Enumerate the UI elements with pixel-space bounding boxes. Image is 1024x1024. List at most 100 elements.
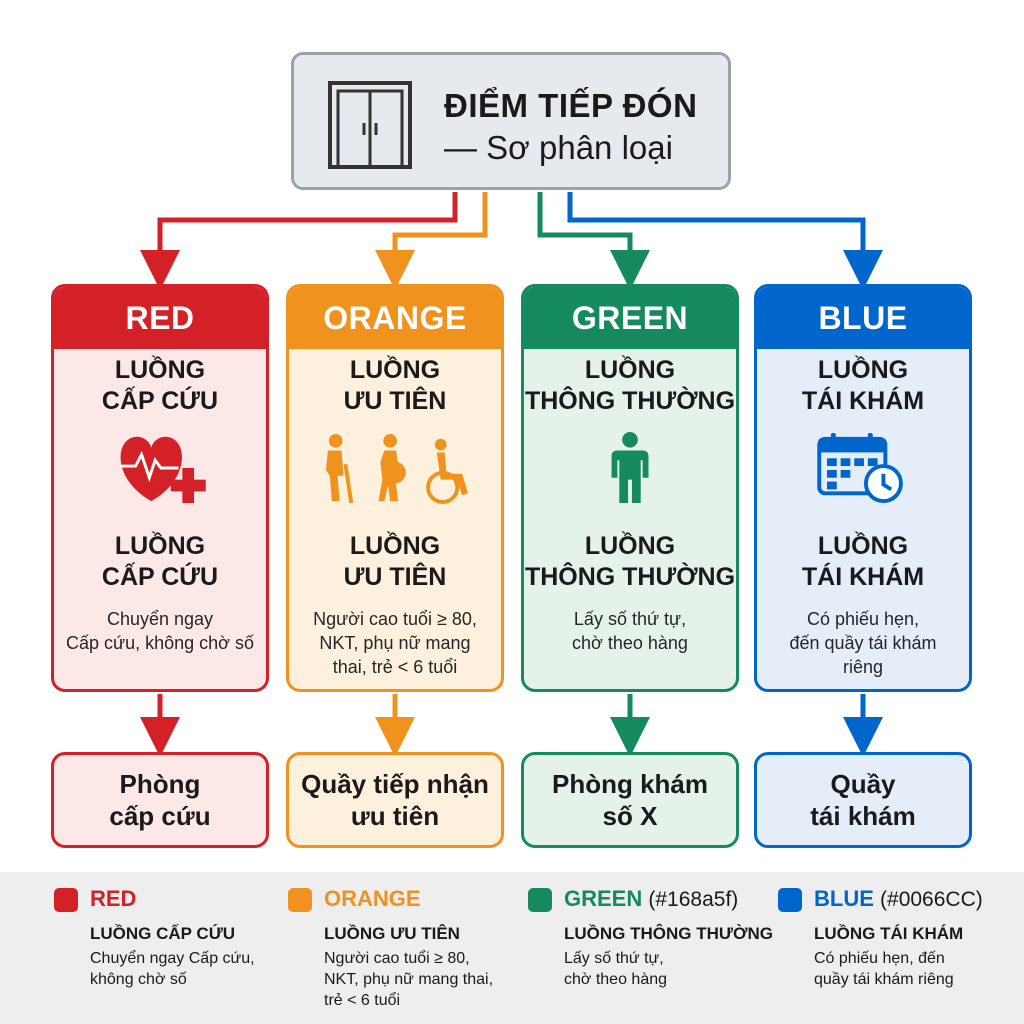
legend-color-hex: (#0066CC): [880, 888, 983, 911]
lane-name-line: CẤP CỨU: [101, 387, 219, 415]
lane-desc-line: Người cao tuổi ≥ 80,: [313, 609, 477, 629]
lane-card-blue: BLUE LUỒNG TÁI KHÁM LUỒNG TÁI KHÁM Có ph…: [754, 284, 972, 692]
legend-title: LUỒNG CẤP CỨU: [90, 924, 236, 943]
lane-name-line: LUỒNG: [584, 356, 676, 384]
legend-description: Lấy số thứ tự, chờ theo hàng: [564, 948, 769, 990]
lane-header-blue: BLUE: [757, 287, 969, 349]
entry-point-box: ĐIỂM TIẾP ĐÓN — Sơ phân loại: [291, 52, 731, 190]
lane-name-top: LUỒNG ƯU TIÊN: [289, 355, 501, 417]
lane-name-line: CẤP CỨU: [101, 563, 219, 591]
lane-name-line: LUỒNG: [349, 356, 441, 384]
connector-entry-to-orange: [375, 192, 488, 290]
lane-header-green: GREEN: [524, 287, 736, 349]
destination-orange: Quầy tiếp nhận ưu tiên: [286, 752, 504, 848]
destination-line: Phòng: [119, 769, 201, 799]
legend-color-name: ORANGE: [324, 886, 421, 911]
lane-desc-line: riêng: [842, 657, 884, 677]
legend-heading: GREEN (#168a5f): [564, 886, 738, 912]
legend-swatch: [528, 888, 552, 912]
lane-desc-line: Chuyển ngay: [106, 609, 214, 629]
legend-swatch: [54, 888, 78, 912]
legend-desc-line: quầy tái khám riêng: [814, 971, 954, 988]
destination-label: Quầy tái khám: [806, 768, 920, 832]
legend-heading: BLUE (#0066CC): [814, 886, 983, 912]
destination-green: Phòng khám số X: [521, 752, 739, 848]
legend-title: LUỒNG THÔNG THƯỜNG: [564, 924, 773, 943]
destination-line: số X: [602, 801, 658, 831]
lane-desc-line: NKT, phụ nữ mang: [319, 633, 471, 653]
legend-desc-line: Chuyển ngay Cấp cứu,: [90, 950, 255, 967]
connector-entry-to-blue: [567, 192, 883, 290]
lane-name-top: LUỒNG TÁI KHÁM: [757, 355, 969, 417]
destination-line: tái khám: [810, 801, 916, 831]
destination-label: Quầy tiếp nhận ưu tiên: [297, 768, 493, 832]
destination-line: Phòng khám: [551, 769, 708, 799]
person-icon: [611, 432, 649, 504]
lane-desc-line: chờ theo hàng: [572, 633, 688, 653]
lane-name-bottom: LUỒNG ƯU TIÊN: [289, 531, 501, 593]
lane-desc-line: Có phiếu hẹn,: [806, 609, 920, 629]
lane-name-line: ƯU TIÊN: [343, 387, 447, 415]
legend-desc-line: chờ theo hàng: [564, 971, 668, 988]
lane-desc-line: Lấy số thứ tự,: [573, 609, 687, 629]
destination-blue: Quầy tái khám: [754, 752, 972, 848]
legend-desc-line: trẻ < 6 tuổi: [324, 992, 401, 1009]
lane-card-red: RED LUỒNG CẤP CỨU LUỒNG CẤP CỨU Chuyển n…: [51, 284, 269, 692]
lane-name-line: TÁI KHÁM: [801, 563, 925, 591]
lane-desc-line: Cấp cứu, không chờ số: [66, 633, 254, 653]
legend: RED LUỒNG CẤP CỨU Chuyển ngay Cấp cứu, k…: [0, 872, 1024, 1024]
lane-name-line: LUỒNG: [817, 356, 909, 384]
legend-desc-line: NKT, phụ nữ mang thai,: [324, 971, 494, 988]
destination-line: Quầy tiếp nhận: [301, 769, 489, 799]
priority-people-icon: [325, 433, 468, 504]
entry-title: ĐIỂM TIẾP ĐÓN: [444, 87, 698, 124]
legend-color-hex: (#168a5f): [648, 888, 739, 911]
legend-swatch: [288, 888, 312, 912]
lane-name-line: LUỒNG: [114, 532, 206, 560]
lane-name-line: TÁI KHÁM: [801, 387, 925, 415]
heart-medical-icon: [120, 436, 206, 504]
lane-name-bottom: LUỒNG THÔNG THƯỜNG: [524, 531, 736, 593]
lane-name-bottom: LUỒNG CẤP CỨU: [54, 531, 266, 593]
destination-label: Phòng khám số X: [548, 768, 712, 832]
lane-name-bottom: LUỒNG TÁI KHÁM: [757, 531, 969, 593]
lane-name-line: LUỒNG: [584, 532, 676, 560]
legend-color-name: RED: [90, 886, 137, 911]
door-icon: [328, 81, 412, 169]
lane-name-line: LUỒNG: [817, 532, 909, 560]
legend-description: Người cao tuổi ≥ 80, NKT, phụ nữ mang th…: [324, 948, 529, 1011]
destination-line: cấp cứu: [109, 801, 211, 831]
legend-desc-line: Lấy số thứ tự,: [564, 950, 664, 967]
destination-line: ưu tiên: [350, 801, 440, 831]
lane-name-line: ƯU TIÊN: [343, 563, 447, 591]
lane-name-line: THÔNG THƯỜNG: [524, 563, 736, 591]
lane-description: Người cao tuổi ≥ 80, NKT, phụ nữ mang th…: [295, 607, 495, 679]
legend-desc-line: Có phiếu hẹn, đến: [814, 950, 945, 967]
lane-name-top: LUỒNG CẤP CỨU: [54, 355, 266, 417]
legend-description: Có phiếu hẹn, đến quầy tái khám riêng: [814, 948, 1019, 990]
lane-header-red: RED: [54, 287, 266, 349]
lane-description: Có phiếu hẹn, đến quầy tái khám riêng: [763, 607, 963, 679]
legend-heading: RED: [90, 886, 136, 912]
connector-entry-to-green: [537, 192, 650, 290]
calendar-clock-icon: [817, 432, 903, 504]
legend-swatch: [778, 888, 802, 912]
lane-name-line: LUỒNG: [349, 532, 441, 560]
legend-color-name: BLUE: [814, 886, 874, 911]
legend-title: LUỒNG TÁI KHÁM: [814, 924, 964, 943]
lane-desc-line: thai, trẻ < 6 tuổi: [332, 657, 458, 677]
legend-color-name: GREEN: [564, 886, 643, 911]
lane-name-top: LUỒNG THÔNG THƯỜNG: [524, 355, 736, 417]
legend-title: LUỒNG ƯU TIÊN: [324, 924, 460, 943]
legend-description: Chuyển ngay Cấp cứu, không chờ số: [90, 948, 295, 990]
lane-card-orange: ORANGE LUỒNG ƯU TIÊN LUỒNG ƯU TIÊN Người…: [286, 284, 504, 692]
destination-line: Quầy: [830, 769, 896, 799]
lane-header-orange: ORANGE: [289, 287, 501, 349]
lane-desc-line: đến quầy tái khám: [789, 633, 937, 653]
lane-name-line: THÔNG THƯỜNG: [524, 387, 736, 415]
lane-card-green: GREEN LUỒNG THÔNG THƯỜNG LUỒNG THÔNG THƯ…: [521, 284, 739, 692]
destination-label: Phòng cấp cứu: [105, 768, 214, 832]
legend-desc-line: Người cao tuổi ≥ 80,: [324, 950, 470, 967]
destination-red: Phòng cấp cứu: [51, 752, 269, 848]
